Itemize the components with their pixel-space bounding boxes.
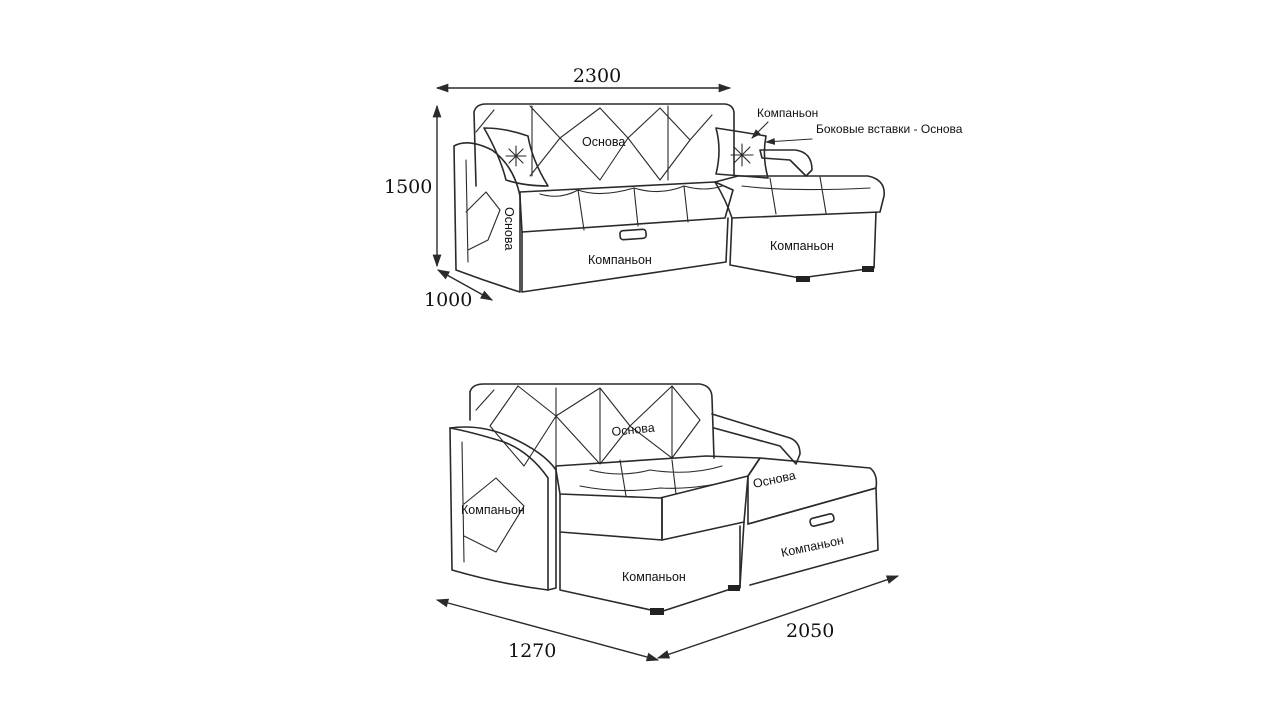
bottom-right-arm — [711, 413, 801, 465]
dim-right-line — [656, 575, 900, 659]
top-pillow-left — [483, 127, 549, 187]
top-main-base — [521, 217, 729, 293]
top-pillow-right-star — [730, 143, 754, 167]
top-label-ottoman: Компаньон — [770, 239, 834, 253]
dim-left-label: 1270 — [508, 640, 556, 662]
bottom-label-base-right: Компаньон — [780, 533, 845, 560]
bottom-bed-front — [747, 487, 879, 586]
dim-height-label: 1500 — [384, 176, 432, 198]
top-back-tufting — [475, 105, 713, 181]
top-ottoman-top — [714, 175, 885, 219]
top-drawer-handle — [619, 228, 647, 241]
bottom-drawer-handle — [809, 513, 835, 527]
callout-side-leader — [765, 137, 813, 145]
bottom-seat-left — [555, 455, 761, 499]
bottom-label-seat: Основа — [752, 468, 797, 491]
bottom-left-arm-top — [449, 426, 557, 591]
top-pillow-left-star — [505, 145, 527, 167]
top-label-back: Основа — [582, 135, 625, 149]
bottom-seat-front-cushion-2 — [661, 475, 749, 541]
bottom-left-arm-front — [449, 427, 549, 591]
bottom-seat-quilting — [579, 459, 741, 497]
dim-depth-line — [436, 269, 494, 301]
bottom-label-arm: Компаньон — [461, 503, 525, 517]
bottom-base-left — [559, 521, 745, 613]
dim-right-label: 2050 — [786, 620, 834, 642]
top-sofa-view — [453, 103, 885, 293]
callout-side-label: Боковые вставки - Основа — [816, 122, 963, 136]
bottom-backrest — [469, 383, 715, 459]
bottom-seat-front-cushion — [559, 493, 663, 541]
dim-depth-label: 1000 — [424, 289, 472, 311]
dim-width-label: 2300 — [573, 65, 621, 87]
dim-left-line — [435, 598, 660, 662]
top-ottoman-quilting — [741, 176, 871, 215]
top-back-cushion — [473, 103, 735, 187]
top-right-arm — [759, 149, 813, 177]
bottom-left-arm-panel — [461, 441, 525, 563]
callout-pillow-label: Компаньон — [757, 106, 818, 120]
top-label-arm: Основа — [502, 207, 516, 250]
bottom-back-tufting — [475, 385, 701, 471]
bottom-foot-2 — [728, 585, 740, 591]
top-left-arm-panel — [465, 159, 501, 263]
bottom-label-back: Основа — [611, 421, 656, 439]
top-foot-2 — [862, 266, 874, 272]
top-foot-1 — [796, 276, 810, 282]
bottom-bed-top — [747, 457, 878, 525]
top-label-base: Компаньон — [588, 253, 652, 267]
callout-pillow-leader — [751, 121, 769, 139]
bottom-foot-1 — [650, 608, 664, 615]
top-seat-quilting — [539, 185, 723, 231]
bottom-label-base-left: Компаньон — [622, 570, 686, 584]
